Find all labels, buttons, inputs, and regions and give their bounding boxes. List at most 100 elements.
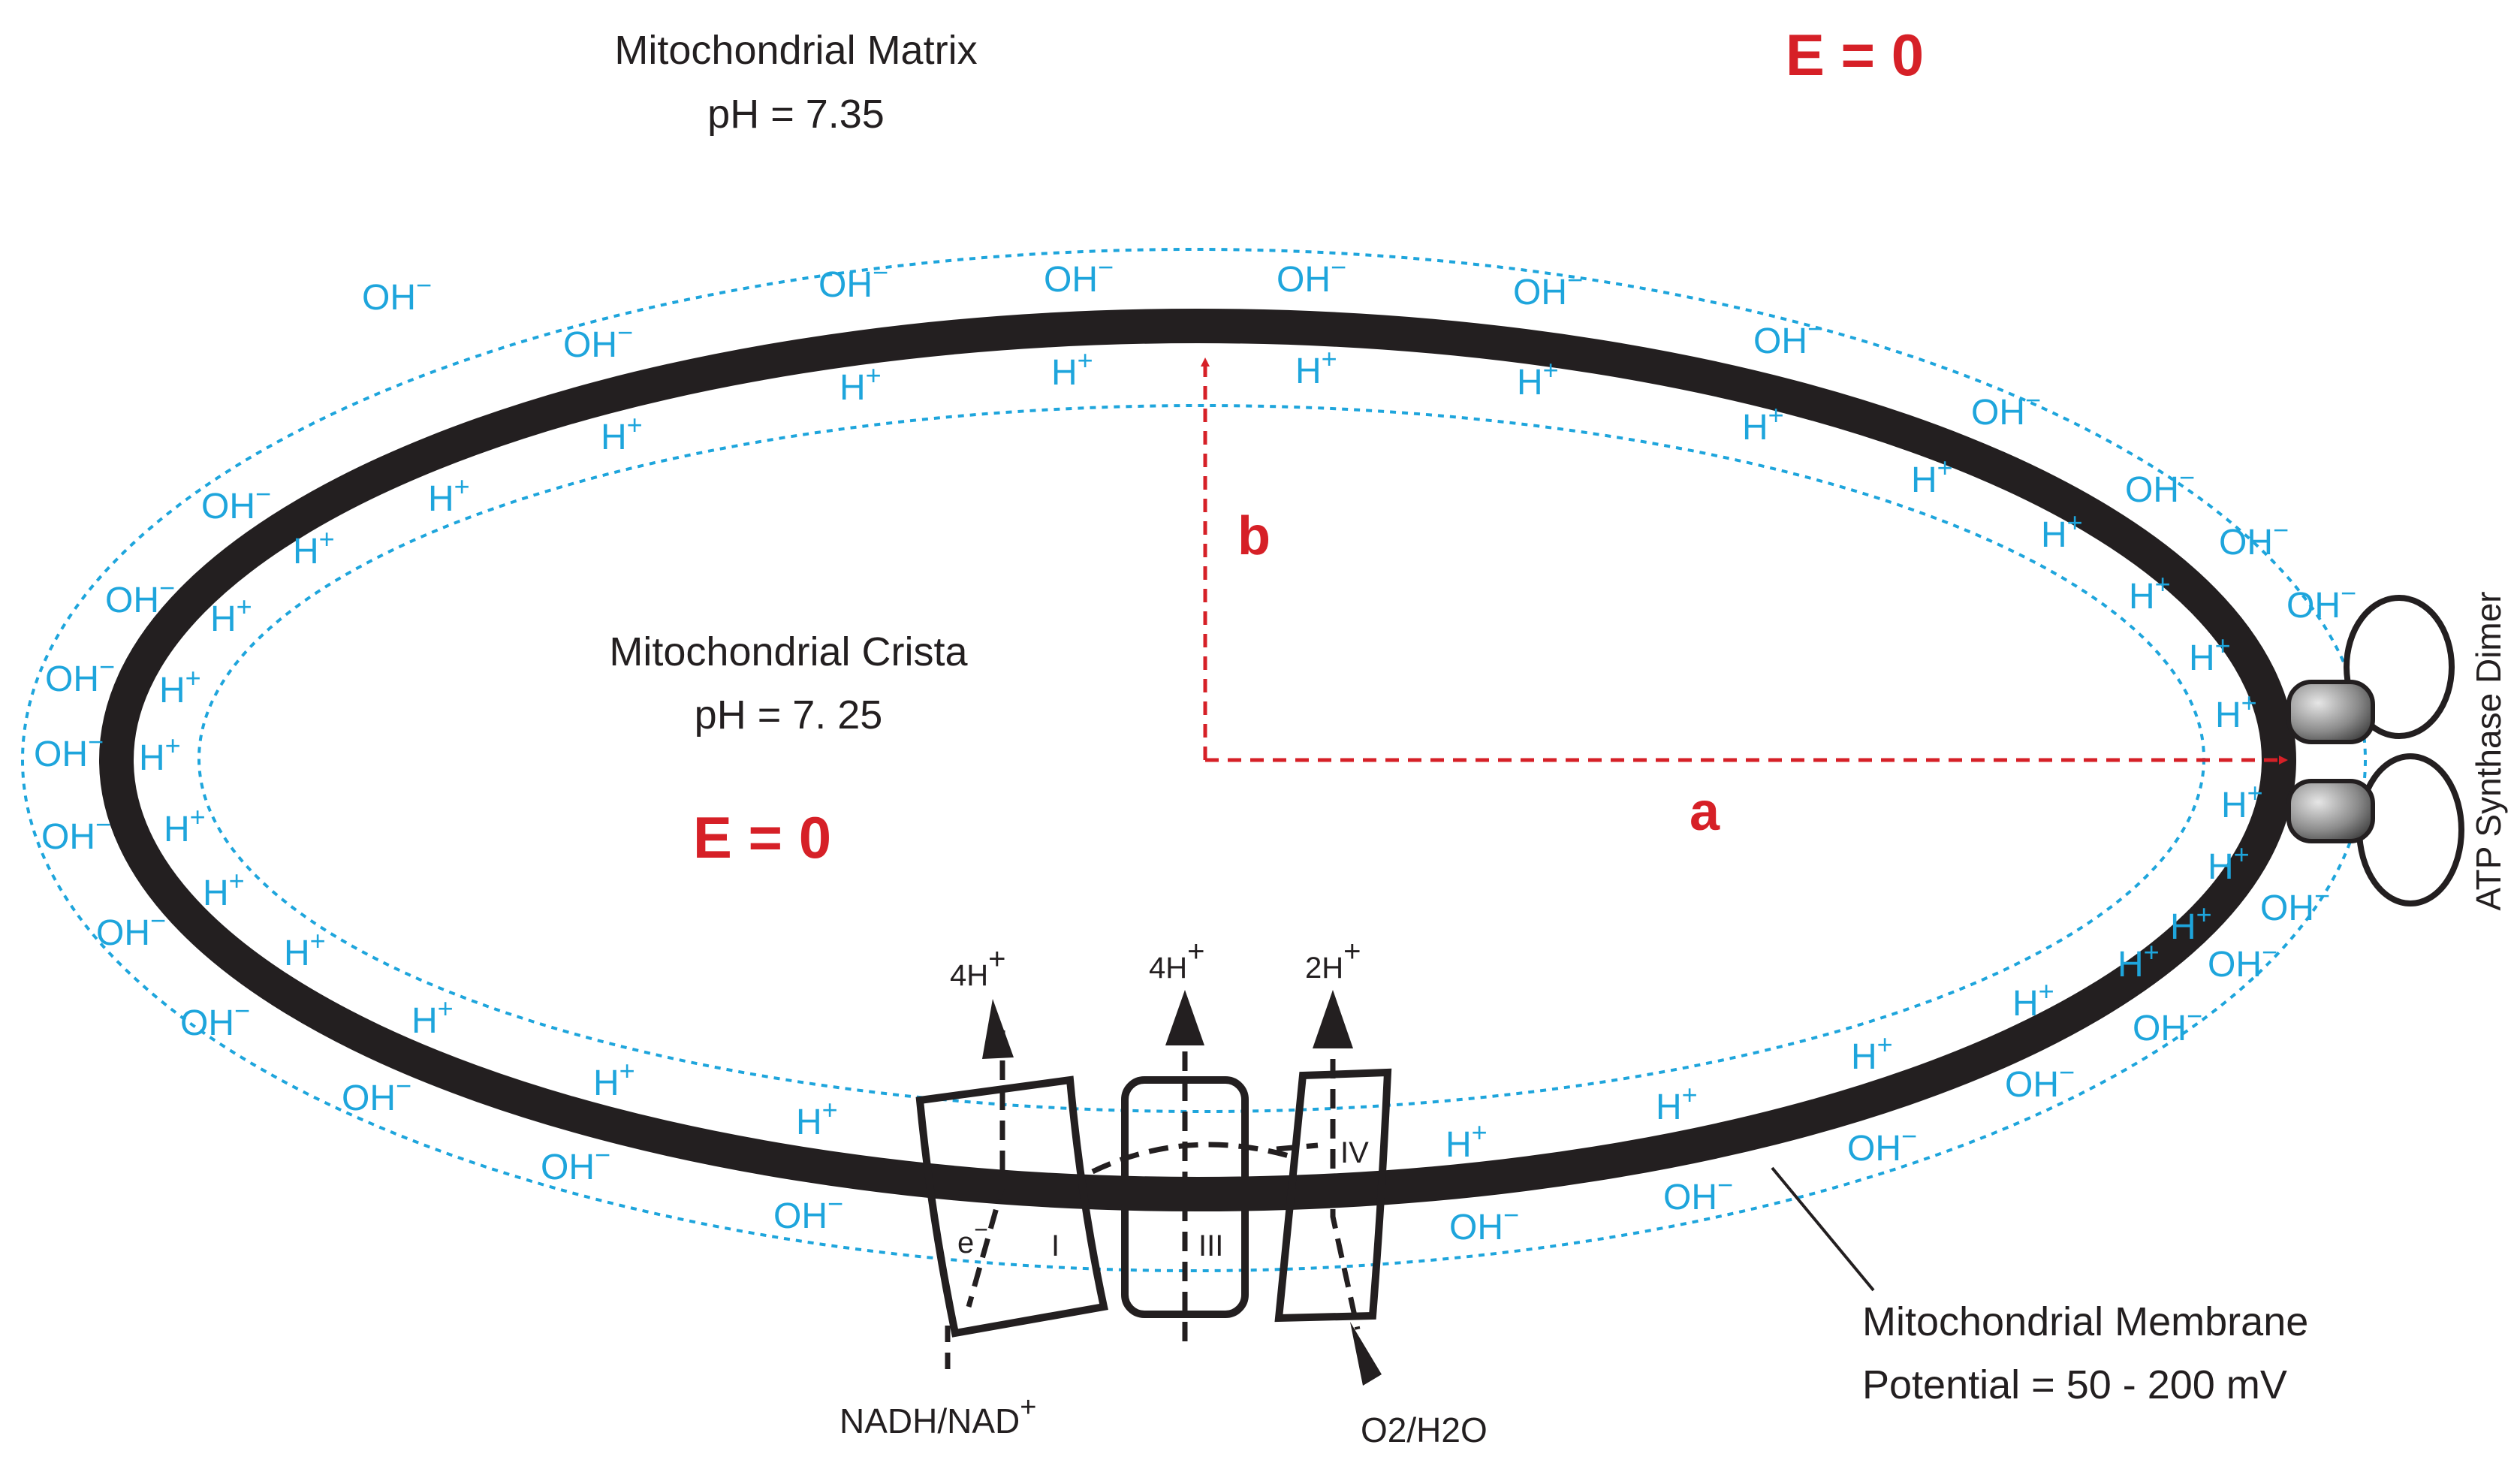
complex-iii-protons: 4H+ — [1149, 935, 1205, 985]
hydroxide-ion: OH− — [105, 572, 175, 620]
proton-ion: H+ — [2041, 507, 2083, 555]
proton-ion: H+ — [2208, 839, 2250, 887]
o2-label: O2/H2O — [1361, 1410, 1488, 1449]
hydroxide-ion: OH− — [2208, 937, 2277, 985]
membrane-pointer-line — [1771, 1166, 1875, 1292]
hydroxide-ion: OH− — [1513, 264, 1583, 312]
hydroxide-ion: OH− — [2286, 578, 2356, 626]
proton-ion: H+ — [210, 591, 252, 639]
proton-ion: H+ — [2170, 899, 2212, 947]
proton-ion: H+ — [164, 801, 206, 849]
atp-synthase-upper-stalk — [2286, 680, 2375, 744]
electron-label: e− — [957, 1216, 988, 1259]
q-cycle-path — [1091, 1142, 1292, 1175]
proton-ion: H+ — [601, 409, 643, 457]
hydroxide-ion: OH− — [773, 1188, 843, 1236]
hydroxide-ion: OH− — [1753, 313, 1823, 361]
hydroxide-ion: OH− — [45, 651, 115, 699]
proton-ion: H+ — [159, 662, 201, 710]
proton-ion: H+ — [428, 471, 470, 519]
atp-synthase-lower-head — [2356, 753, 2464, 906]
complex-i-arrowhead — [982, 999, 1014, 1059]
proton-ion: H+ — [1517, 354, 1559, 403]
hydroxide-ion: OH− — [2005, 1057, 2075, 1105]
complex-iv-protons: 2H+ — [1305, 935, 1361, 985]
atp-synthase-dimer — [2286, 595, 2464, 906]
field-top-label: E = 0 — [1786, 22, 1924, 88]
proton-ion: H+ — [1295, 343, 1337, 391]
proton-ion: H+ — [1656, 1079, 1698, 1127]
proton-ion: H+ — [839, 360, 882, 408]
complex-i-electron-path — [966, 1030, 1005, 1308]
hydroxide-ion: OH− — [1449, 1199, 1519, 1247]
outer-ion-boundary — [21, 248, 2367, 1272]
hydroxide-ion: OH− — [2133, 1000, 2202, 1048]
complex-iii-arrowhead — [1165, 990, 1204, 1045]
membrane-label-line2: Potential = 50 - 200 mV — [1862, 1362, 2287, 1407]
membrane-label-line1: Mitochondrial Membrane — [1862, 1299, 2308, 1344]
complex-i-label: I — [1051, 1229, 1060, 1262]
proton-ion: H+ — [2221, 777, 2263, 825]
hydroxide-ion: OH− — [818, 257, 888, 305]
hydroxide-ion: OH− — [1663, 1169, 1733, 1217]
proton-ion: H+ — [284, 925, 326, 973]
proton-ion: H+ — [2012, 976, 2054, 1024]
complex-iv-proton-path — [1330, 1029, 1361, 1330]
hydroxide-ion: OH− — [541, 1139, 610, 1187]
hydroxide-ion: OH− — [2125, 462, 2195, 510]
complex-iv-bottom-arrowhead — [1350, 1322, 1382, 1386]
complex-i-box — [915, 1075, 1108, 1338]
hydroxide-ion: OH− — [1044, 252, 1114, 300]
complex-iii-label: III — [1198, 1229, 1223, 1262]
hydroxide-ion: OH− — [1847, 1121, 1917, 1169]
proton-ion: H+ — [1851, 1029, 1893, 1077]
proton-ion: H+ — [293, 523, 335, 572]
hydroxide-ion: OH− — [2219, 514, 2289, 563]
proton-ion: H+ — [2189, 630, 2231, 678]
hydroxide-ion: OH− — [96, 905, 166, 953]
inner-ion-boundary — [197, 404, 2205, 1113]
hydroxide-ion: OH− — [342, 1070, 411, 1118]
complex-iv-electron-path — [1276, 1142, 1319, 1152]
hydroxide-ion: OH− — [34, 726, 104, 774]
proton-ion: H+ — [593, 1055, 635, 1103]
complex-iii: III 4H+ — [1091, 935, 1292, 1344]
field-inside-label: E = 0 — [693, 804, 831, 870]
ion-labels: OH−OH−OH−OH−OH−OH−OH−OH−OH−OH−OH−OH−OH−O… — [34, 252, 2356, 1247]
hydroxide-ion: OH− — [362, 270, 432, 318]
hydroxide-ion: OH− — [563, 317, 633, 365]
hydroxide-ion: OH− — [201, 478, 271, 526]
complex-i-protons: 4H+ — [950, 943, 1006, 992]
proton-ion: H+ — [796, 1094, 838, 1142]
complex-iv-label: IV — [1340, 1136, 1369, 1169]
complex-iv-box — [1274, 1068, 1392, 1323]
hydroxide-ion: OH− — [2260, 880, 2330, 928]
proton-ion: H+ — [1911, 452, 1953, 500]
proton-ion: H+ — [411, 993, 454, 1041]
proton-ion: H+ — [139, 730, 181, 778]
hydroxide-ion: OH− — [41, 809, 111, 857]
proton-ion: H+ — [2129, 569, 2171, 617]
atp-synthase-label: ATP Synthase Dimer — [2469, 591, 2508, 910]
proton-ion: H+ — [203, 865, 245, 913]
crista-ph: pH = 7. 25 — [695, 692, 883, 738]
complex-i: I e− 4H+ — [915, 943, 1108, 1376]
proton-ion: H+ — [2215, 687, 2257, 735]
vector-b-label: b — [1237, 506, 1271, 566]
matrix-title: Mitochondrial Matrix — [614, 28, 977, 73]
complex-iii-box — [1121, 1076, 1249, 1318]
vector-a-label: a — [1690, 782, 1720, 842]
atp-synthase-lower-stalk — [2286, 779, 2375, 843]
proton-ion: H+ — [1445, 1117, 1488, 1165]
complex-iv: IV 2H+ — [1274, 935, 1392, 1386]
crista-title: Mitochondrial Crista — [609, 629, 968, 674]
matrix-ph: pH = 7.35 — [707, 92, 885, 137]
hydroxide-ion: OH− — [180, 995, 250, 1043]
proton-ion: H+ — [1742, 400, 1784, 448]
complex-iv-top-arrowhead — [1313, 990, 1353, 1048]
proton-ion: H+ — [1051, 345, 1093, 393]
hydroxide-ion: OH− — [1971, 385, 2041, 433]
hydroxide-ion: OH− — [1277, 252, 1346, 300]
proton-ion: H+ — [2118, 937, 2160, 985]
